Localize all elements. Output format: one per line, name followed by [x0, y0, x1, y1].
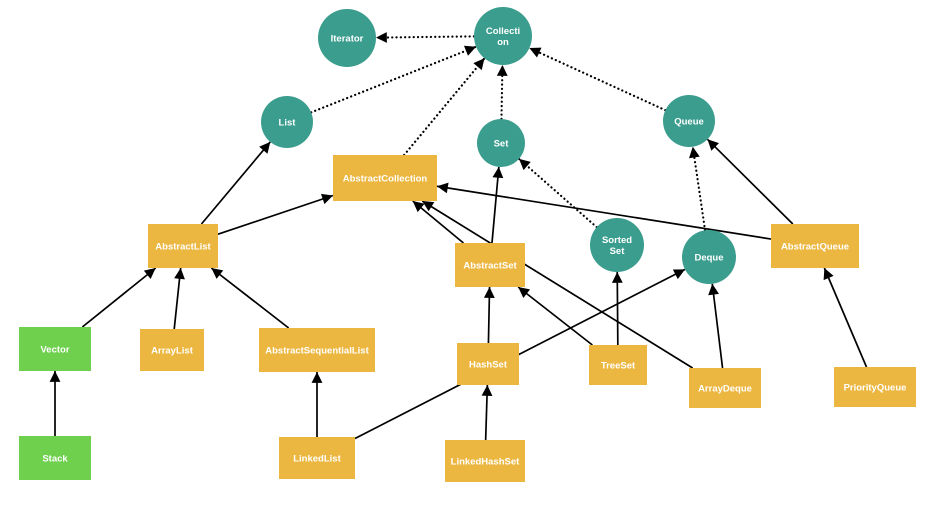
edge-hashset-abstractset: [483, 286, 495, 344]
node-set[interactable]: Set: [477, 119, 525, 167]
iterator-shape[interactable]: [318, 9, 376, 67]
list-shape[interactable]: [261, 96, 313, 148]
edge-deque-queue: [688, 145, 707, 232]
node-list[interactable]: List: [261, 96, 313, 148]
node-arraydeque[interactable]: ArrayDeque: [689, 368, 761, 408]
node-abstractcollection[interactable]: AbstractCollection: [333, 155, 437, 201]
edge-abstractqueue-queue: [706, 138, 794, 225]
edge-vector-abstractlist: [81, 267, 157, 328]
edge-abstractset-set: [491, 166, 504, 244]
node-vector[interactable]: Vector: [19, 327, 91, 371]
arraydeque-shape[interactable]: [689, 368, 761, 408]
edge-linkedlist-deque: [354, 268, 686, 440]
abstractqueue-shape[interactable]: [771, 224, 859, 268]
abstractset-shape[interactable]: [455, 243, 525, 287]
treeset-shape[interactable]: [589, 345, 647, 385]
vector-shape[interactable]: [19, 327, 91, 371]
edge-sortedset-set: [517, 157, 598, 229]
node-deque[interactable]: Deque: [682, 230, 736, 284]
edge-layer: [49, 32, 868, 441]
linkedhashset-shape[interactable]: [445, 440, 525, 482]
edge-abstractlist-abstractcollection: [217, 193, 334, 236]
node-abstractqueue[interactable]: AbstractQueue: [771, 224, 859, 268]
arraylist-shape[interactable]: [140, 329, 204, 371]
node-abstractsequentiallist[interactable]: AbstractSequentialList: [259, 328, 375, 372]
edge-abstractqueue-abstractcollection: [436, 182, 772, 240]
node-arraylist[interactable]: ArrayList: [140, 329, 204, 371]
edge-set-collection: [496, 63, 508, 121]
edge-abstractcollection-collection: [403, 57, 486, 157]
edge-list-collection: [310, 45, 478, 114]
node-queue[interactable]: Queue: [663, 95, 715, 147]
edge-abstractlist-list: [200, 141, 271, 225]
collection-shape[interactable]: [474, 7, 532, 65]
node-iterator[interactable]: Iterator: [318, 9, 376, 67]
abstractlist-shape[interactable]: [148, 224, 218, 268]
stack-shape[interactable]: [19, 436, 91, 480]
set-shape[interactable]: [477, 119, 525, 167]
edge-treeset-sortedset: [611, 271, 623, 346]
linkedlist-shape[interactable]: [279, 437, 355, 479]
node-linkedhashset[interactable]: LinkedHashSet: [445, 440, 525, 482]
node-abstractset[interactable]: AbstractSet: [455, 243, 525, 287]
edge-arraydeque-deque: [708, 283, 724, 369]
edge-linkedhashset-hashset: [481, 384, 493, 441]
deque-shape[interactable]: [682, 230, 736, 284]
edge-priorityqueue-abstractqueue: [823, 267, 868, 368]
node-linkedlist[interactable]: LinkedList: [279, 437, 355, 479]
edge-abstractsequentiallist-abstractlist: [210, 267, 290, 329]
abstractsequentiallist-shape[interactable]: [259, 328, 375, 372]
node-hashset[interactable]: HashSet: [457, 343, 519, 385]
edge-arraydeque-abstractcollection: [421, 200, 694, 369]
edge-collection-iterator: [374, 32, 476, 43]
hashset-shape[interactable]: [457, 343, 519, 385]
node-stack[interactable]: Stack: [19, 436, 91, 480]
node-treeset[interactable]: TreeSet: [589, 345, 647, 385]
edge-arraylist-abstractlist: [173, 267, 185, 330]
priorityqueue-shape[interactable]: [834, 367, 916, 407]
node-abstractlist[interactable]: AbstractList: [148, 224, 218, 268]
abstractcollection-shape[interactable]: [333, 155, 437, 201]
sortedset-shape[interactable]: [590, 218, 644, 272]
edge-treeset-abstractset: [517, 286, 593, 346]
edge-queue-collection: [528, 46, 667, 112]
edge-abstractset-abstractcollection: [412, 200, 464, 244]
node-priorityqueue[interactable]: PriorityQueue: [834, 367, 916, 407]
queue-shape[interactable]: [663, 95, 715, 147]
